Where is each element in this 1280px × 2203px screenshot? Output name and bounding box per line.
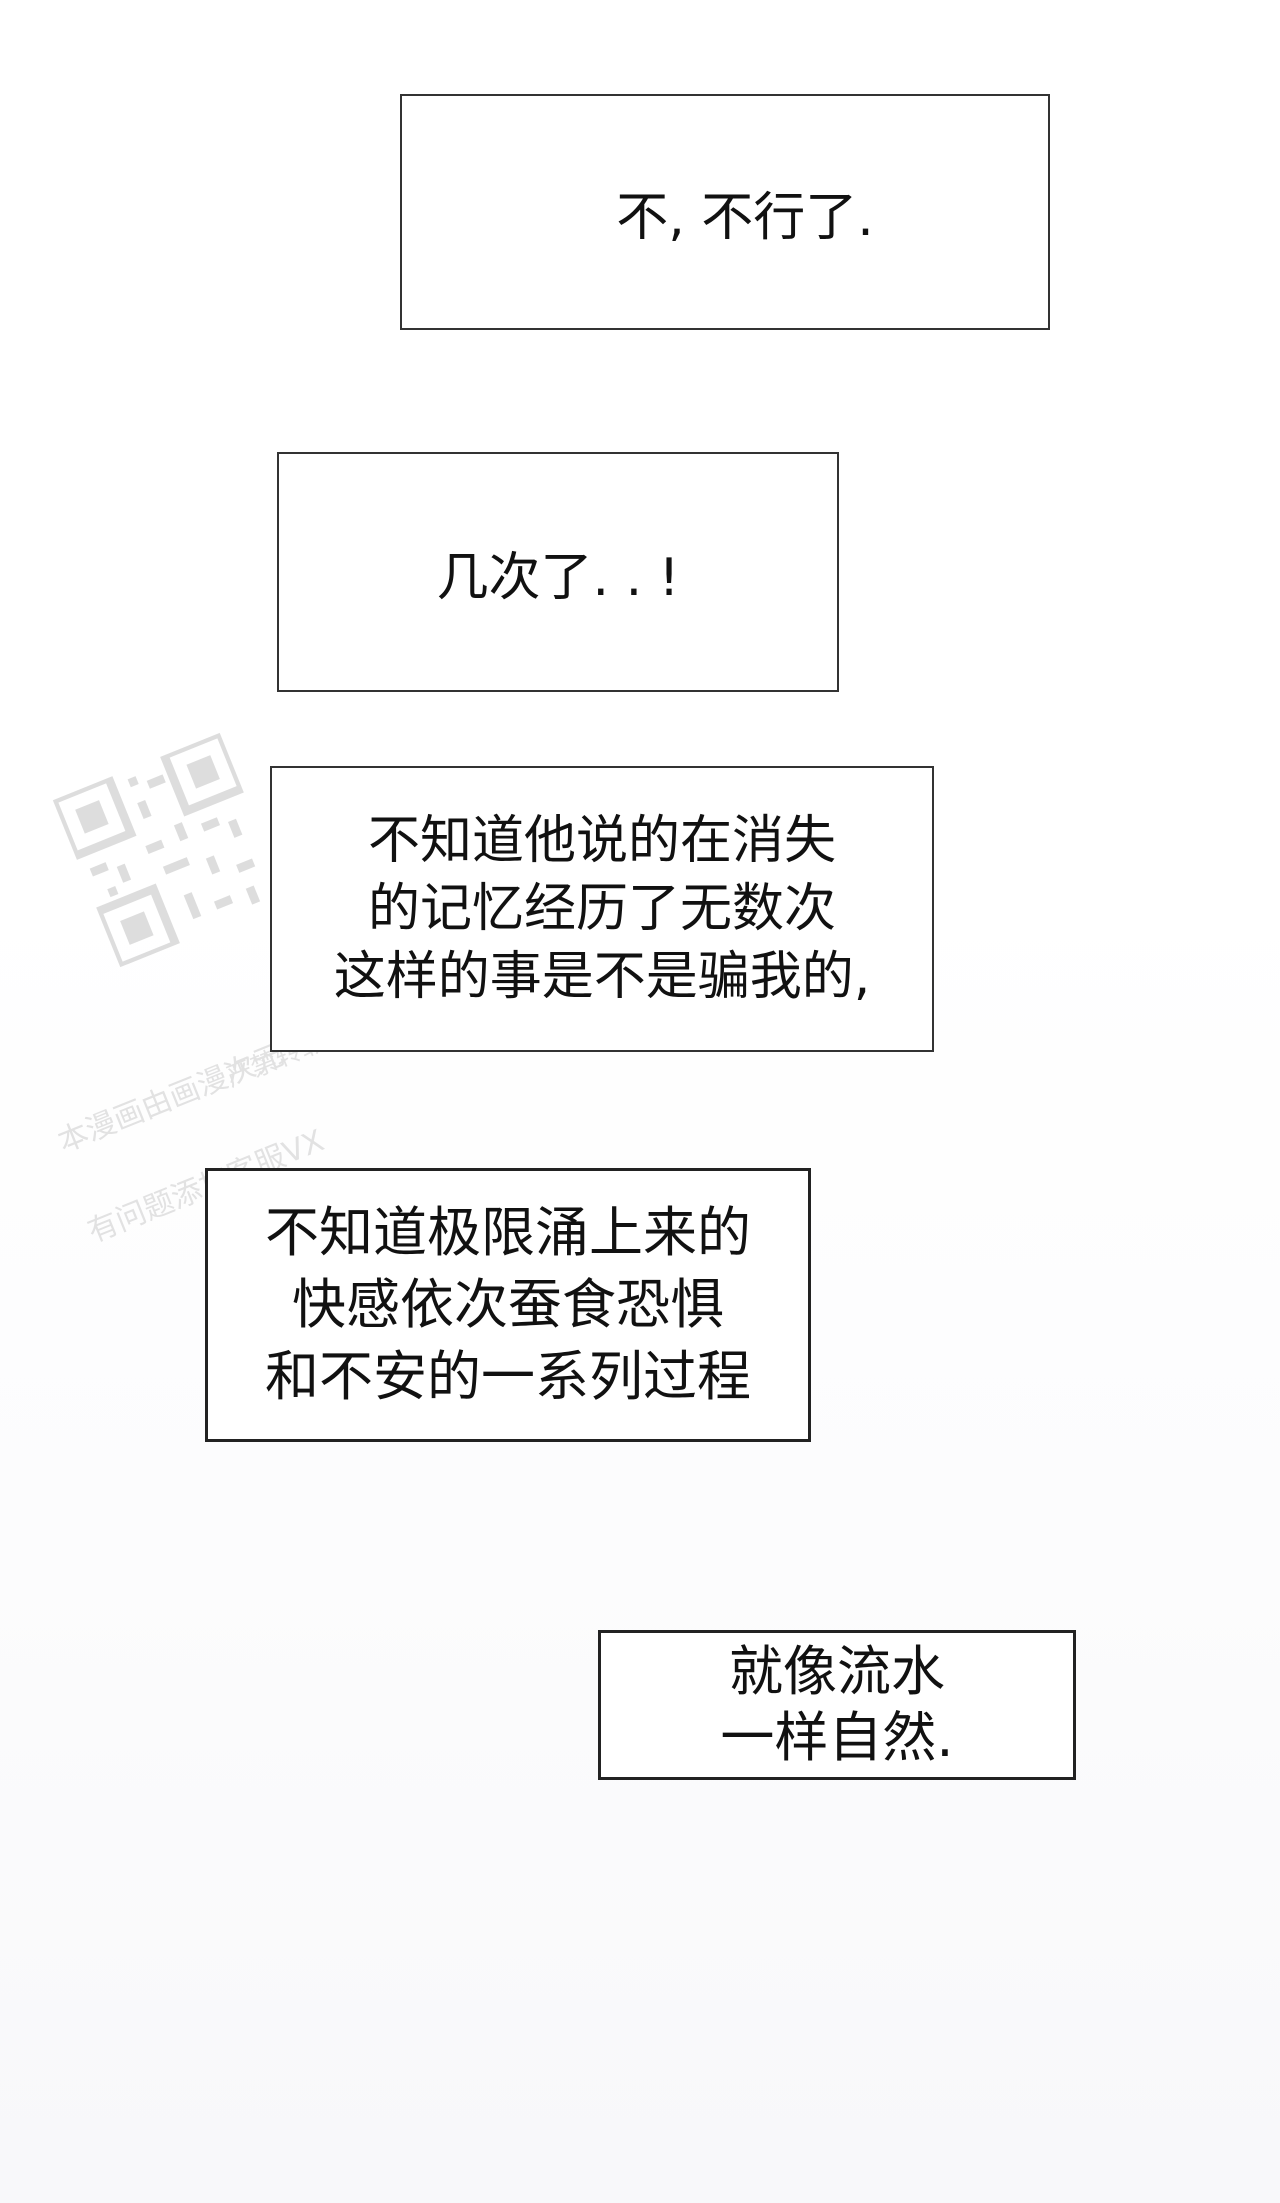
caption-text-line-3: 这样的事是不是骗我的,: [333, 947, 871, 1007]
caption-text-line-1: 不知道他说的在消失: [367, 811, 836, 871]
caption-text-line-1: 就像流水: [729, 1640, 945, 1703]
watermark-text-1: 本漫画由画漫次元: [52, 1037, 289, 1160]
caption-text: 几次了. . !: [436, 547, 680, 608]
caption-text-line-3: 和不安的一系列过程: [265, 1345, 751, 1408]
caption-box-3: 不知道他说的在消失 的记忆经历了无数次 这样的事是不是骗我的,: [270, 766, 934, 1052]
caption-box-1: 不, 不行了.: [400, 94, 1050, 330]
caption-text: 不, 不行了.: [616, 187, 874, 248]
caption-box-4: 不知道极限涌上来的 快感依次蚕食恐惧 和不安的一系列过程: [205, 1168, 811, 1442]
qr-code-icon: [52, 732, 261, 968]
caption-text-line-2: 的记忆经历了无数次: [367, 879, 836, 939]
caption-box-5: 就像流水 一样自然.: [598, 1630, 1076, 1780]
caption-box-2: 几次了. . !: [277, 452, 839, 692]
caption-text-line-1: 不知道极限涌上来的: [265, 1201, 751, 1264]
caption-text-line-2: 一样自然.: [720, 1706, 954, 1769]
caption-text-line-2: 快感依次蚕食恐惧: [292, 1273, 724, 1336]
